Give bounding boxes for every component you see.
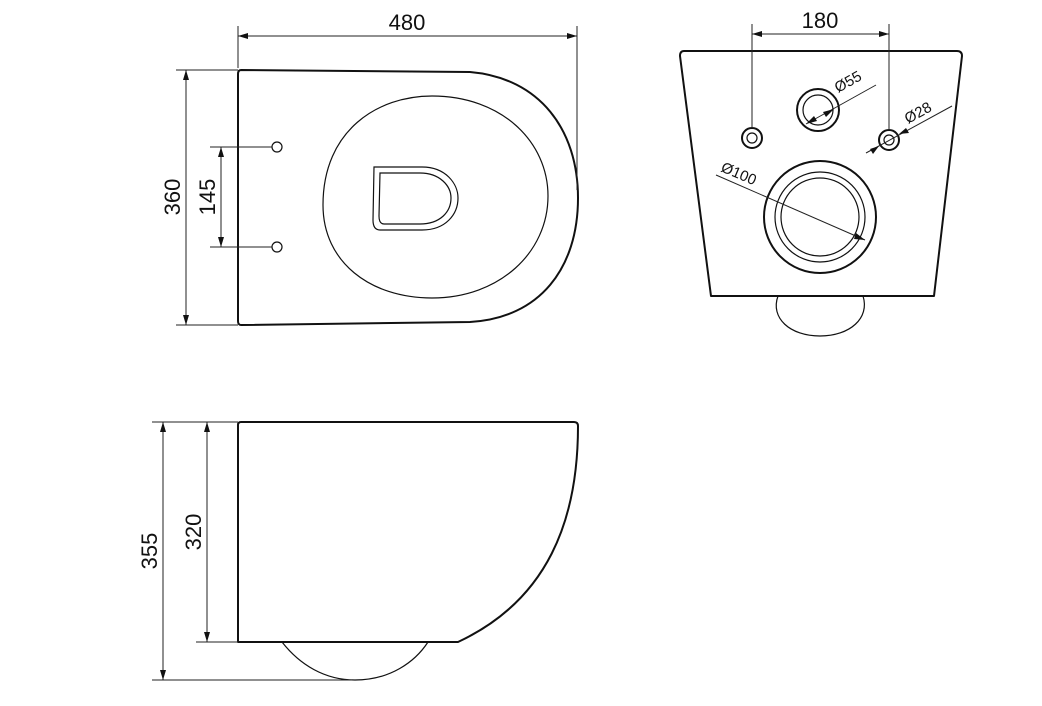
mount-spacing-label: 145 <box>195 179 220 216</box>
side-view-body-outline <box>237 421 579 643</box>
inlet-label: Ø55 <box>832 68 865 97</box>
dimension-width-480: 480 <box>237 10 578 190</box>
rear-view-outlet-outer <box>763 160 877 274</box>
rear-view-bolt-hole-left <box>741 127 763 149</box>
total-height-label: 355 <box>137 533 162 570</box>
rear-spacing-label: 180 <box>802 8 839 33</box>
top-view-mount-hole-upper <box>271 141 283 153</box>
rear-view-inlet-outer <box>796 88 840 132</box>
width-label: 480 <box>389 10 426 35</box>
rear-view-body-outline <box>679 50 963 297</box>
dimension-body-320: 320 <box>181 422 238 643</box>
rear-view-outlet-mid <box>774 171 866 263</box>
rear-view-bolt-hole-left-inner <box>746 132 758 144</box>
side-view: 355 320 <box>137 421 579 681</box>
top-view-bowl-outline <box>237 69 579 326</box>
rear-view-bolt-hole-right-inner <box>883 134 895 146</box>
dimension-mount-145: 145 <box>195 146 272 248</box>
dimension-rear-180: 180 <box>751 8 890 130</box>
rear-view-inlet-inner <box>802 94 834 126</box>
height-label: 360 <box>160 179 185 216</box>
dimension-height-360: 360 <box>160 69 238 326</box>
body-height-label: 320 <box>181 514 206 551</box>
dimension-inlet-55: Ø55 <box>805 68 877 125</box>
top-view-inner-rim <box>322 95 549 299</box>
top-view-drain-opening <box>372 166 459 231</box>
dimension-bolt-28: Ø28 <box>865 99 953 154</box>
rear-view-outlet-inner <box>780 177 860 257</box>
top-view: 480 360 145 <box>160 10 579 326</box>
rear-view: 180 Ø55 Ø28 Ø100 <box>679 8 963 337</box>
dimension-total-355: 355 <box>137 421 352 681</box>
bolt-hole-label: Ø28 <box>902 99 935 128</box>
rear-view-bottom-spigot <box>775 295 865 337</box>
top-view-drain-inner <box>378 172 452 225</box>
side-view-bottom-bowl <box>281 641 429 681</box>
dimension-outlet-100: Ø100 <box>715 159 866 241</box>
top-view-mount-hole-lower <box>271 241 283 253</box>
